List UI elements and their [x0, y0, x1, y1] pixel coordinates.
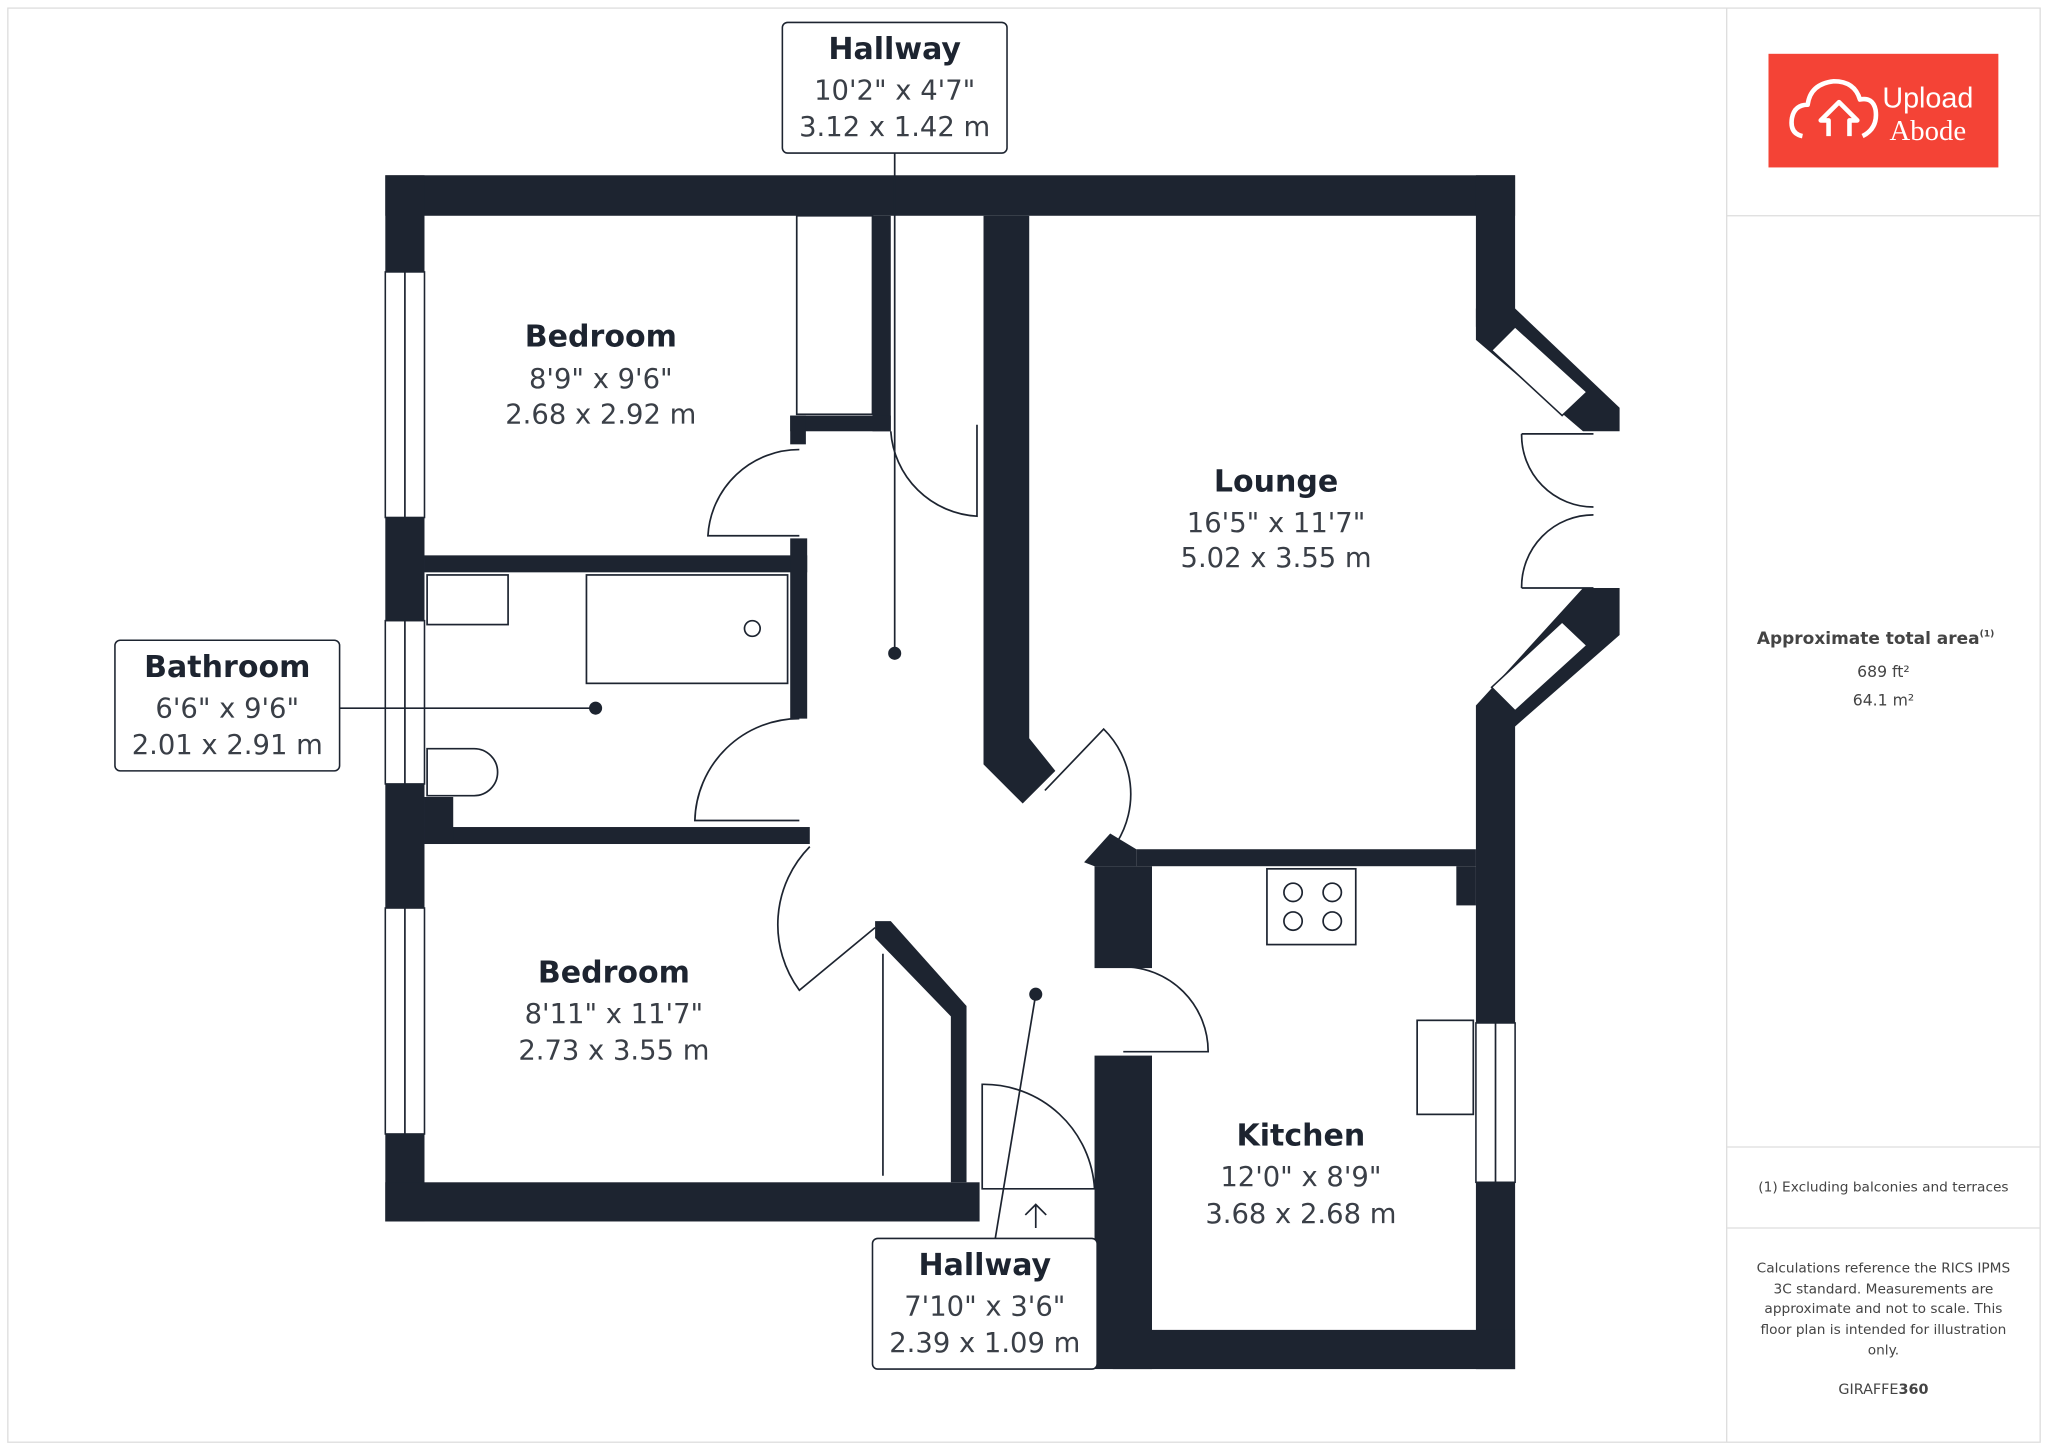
svg-text:2.73 x 3.55 m: 2.73 x 3.55 m	[518, 1036, 709, 1067]
upload-abode-logo: Upload Abode	[1768, 53, 1999, 168]
svg-text:8'11" x 11'7": 8'11" x 11'7"	[525, 999, 704, 1030]
svg-text:Lounge: Lounge	[1214, 464, 1338, 499]
room-label-bedroom-2: Bedroom 8'11" x 11'7" 2.73 x 3.55 m	[518, 955, 709, 1066]
windows	[384, 271, 1589, 1184]
svg-text:only.: only.	[1868, 1343, 1899, 1359]
area-ft: 689 ft²	[1857, 662, 1910, 681]
svg-text:Kitchen: Kitchen	[1236, 1119, 1365, 1154]
entrance-arrow-icon	[1024, 1203, 1047, 1229]
svg-text:3.68 x 2.68 m: 3.68 x 2.68 m	[1205, 1199, 1396, 1230]
total-area-title: Approximate total area(1)	[1757, 629, 1994, 649]
svg-text:2.68 x 2.92 m: 2.68 x 2.92 m	[505, 399, 696, 430]
cloud-house-icon	[1789, 78, 1879, 139]
room-label-hallway-bottom: Hallway 7'10" x 3'6" 2.39 x 1.09 m	[871, 1237, 1098, 1370]
area-m: 64.1 m²	[1853, 691, 1914, 710]
hob-icon	[1266, 867, 1357, 946]
svg-text:Bathroom: Bathroom	[144, 650, 310, 685]
fixtures	[426, 574, 1475, 1229]
sink-icon	[426, 574, 509, 626]
logo-text-upload: Upload	[1882, 82, 1973, 114]
svg-text:Hallway: Hallway	[918, 1248, 1051, 1283]
room-label-hallway-top: Hallway 10'2" x 4'7" 3.12 x 1.42 m	[781, 21, 1008, 154]
svg-text:3C standard. Measurements are: 3C standard. Measurements are	[1773, 1281, 1993, 1297]
svg-text:Hallway: Hallway	[828, 32, 961, 67]
giraffe360-credit: GIRAFFE360	[1838, 1382, 1928, 1398]
room-label-bathroom: Bathroom 6'6" x 9'6" 2.01 x 2.91 m	[114, 639, 341, 772]
page-border	[7, 7, 2041, 1443]
svg-text:Bedroom: Bedroom	[538, 955, 690, 990]
toilet-icon	[426, 747, 499, 797]
svg-text:12'0" x 8'9": 12'0" x 8'9"	[1220, 1162, 1381, 1193]
svg-text:7'10" x 3'6": 7'10" x 3'6"	[904, 1292, 1065, 1323]
svg-text:2.39 x 1.09 m: 2.39 x 1.09 m	[889, 1328, 1080, 1359]
svg-text:approximate and not to scale.: approximate and not to scale. This	[1764, 1301, 2002, 1317]
doors	[693, 214, 1594, 1190]
disclaimer: Calculations reference the RICS IPMS 3C …	[1757, 1260, 2011, 1358]
svg-text:Calculations reference the RIC: Calculations reference the RICS IPMS	[1757, 1260, 2011, 1276]
svg-text:Bedroom: Bedroom	[525, 319, 677, 354]
svg-text:6'6" x 9'6": 6'6" x 9'6"	[155, 693, 299, 724]
room-label-bedroom-1: Bedroom 8'9" x 9'6" 2.68 x 2.92 m	[505, 319, 696, 430]
bathtub-icon	[585, 574, 789, 685]
room-label-lounge: Lounge 16'5" x 11'7" 5.02 x 3.55 m	[1181, 464, 1372, 574]
svg-text:8'9" x 9'6": 8'9" x 9'6"	[529, 364, 673, 395]
svg-text:3.12 x 1.42 m: 3.12 x 1.42 m	[799, 112, 990, 143]
room-label-kitchen: Kitchen 12'0" x 8'9" 3.68 x 2.68 m	[1205, 1119, 1396, 1230]
footnote: (1) Excluding balconies and terraces	[1758, 1179, 2008, 1195]
kitchen-sink-icon	[1416, 1019, 1475, 1116]
logo-text-abode: Abode	[1890, 115, 1967, 147]
svg-text:10'2" x 4'7": 10'2" x 4'7"	[814, 76, 975, 107]
leaders	[339, 153, 1043, 1239]
svg-text:2.01 x 2.91 m: 2.01 x 2.91 m	[132, 730, 323, 761]
svg-text:floor plan is intended for ill: floor plan is intended for illustration	[1760, 1322, 2006, 1338]
svg-text:5.02 x 3.55 m: 5.02 x 3.55 m	[1181, 543, 1372, 574]
svg-text:16'5" x 11'7": 16'5" x 11'7"	[1187, 508, 1366, 539]
